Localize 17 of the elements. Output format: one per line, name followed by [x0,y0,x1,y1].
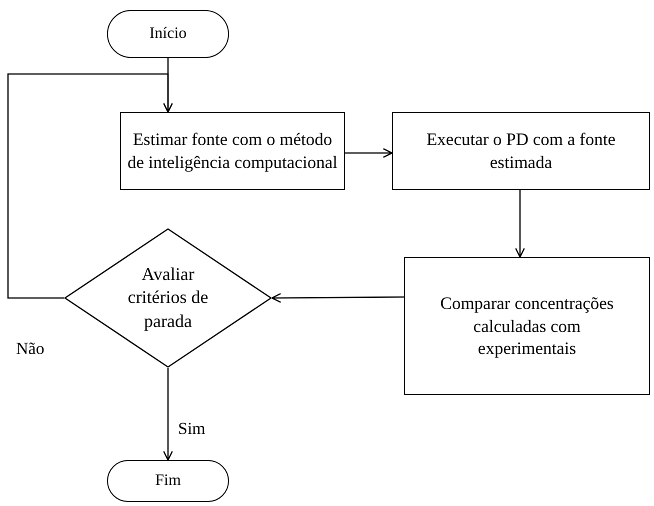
node-text: Avaliar critérios de parada [126,262,210,333]
arrow [271,292,404,304]
process-box [392,112,650,190]
arrow [7,73,174,299]
node-text: Início [149,24,187,44]
process-box [404,257,650,395]
terminal-box [107,10,229,58]
process-box [120,112,345,190]
node-text: Executar o PD com a fonte estimada [425,128,617,174]
node-text: Fim [155,470,181,491]
terminal-box [107,460,229,502]
node-text: Comparar concentrações calculadas com experimentais [439,292,615,360]
decision-diamond [64,228,272,368]
arrow [514,190,526,258]
arrow [162,368,174,461]
arrow [345,148,393,158]
node-text: Estimar fonte com o método de inteligência computacional [127,128,338,174]
